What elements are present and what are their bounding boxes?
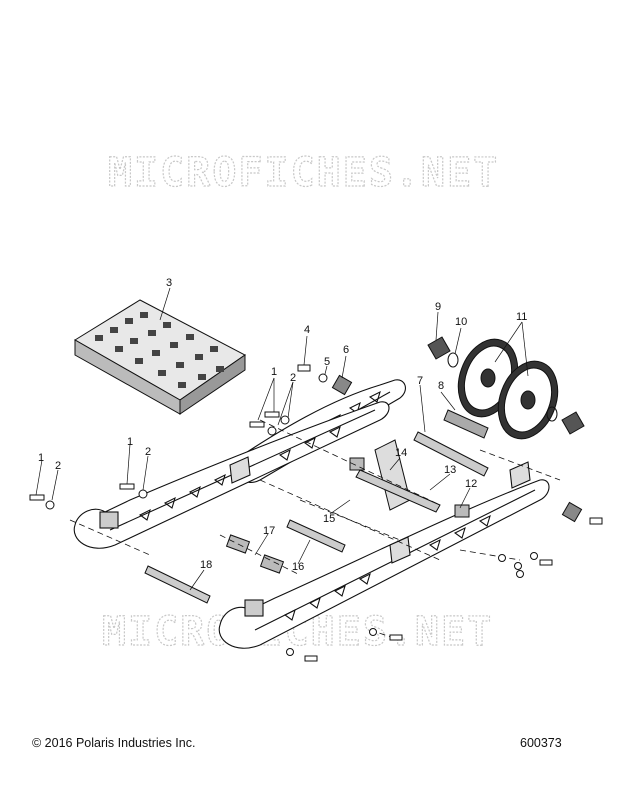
- retaining-ring: [447, 352, 459, 368]
- watermark-top: MICROFICHES.NET: [108, 150, 499, 196]
- wheel-hub-cap: [427, 336, 451, 360]
- axle-spacer: [443, 409, 489, 439]
- shaft-spacer-2: [259, 554, 285, 574]
- callout-14: 14: [395, 447, 407, 459]
- callout-3: 3: [166, 277, 172, 289]
- wheel-hub-cap-right: [561, 411, 585, 435]
- callout-9: 9: [435, 301, 441, 313]
- idler-wheel: [457, 338, 559, 440]
- callout-15: 15: [323, 513, 335, 525]
- callout-2a: 2: [55, 460, 61, 472]
- callout-7: 7: [417, 375, 423, 387]
- left-rail: [73, 401, 390, 549]
- callout-4: 4: [304, 324, 310, 336]
- callout-1a: 1: [38, 452, 44, 464]
- assembly-lines: [69, 419, 561, 641]
- axle-shaft: [413, 431, 489, 477]
- fastener-bolts: [29, 364, 603, 662]
- callout-17: 17: [263, 525, 275, 537]
- callout-11: 11: [516, 311, 527, 323]
- diagram-id: 600373: [520, 736, 562, 750]
- right-rail: [218, 461, 550, 649]
- callout-labels: 3 1 2 1 2 1 2 4 5 6 7 8 9 10 11 12 13 14…: [38, 277, 527, 573]
- callout-2b: 2: [145, 446, 151, 458]
- bracket-assembly: [349, 439, 470, 518]
- callout-6: 6: [343, 344, 349, 356]
- slide-wear-strip-part: [74, 299, 246, 415]
- callout-12: 12: [465, 478, 477, 490]
- callout-13: 13: [444, 464, 456, 476]
- callout-8: 8: [438, 380, 444, 392]
- callout-18: 18: [200, 559, 212, 571]
- leader-lines: [35, 287, 529, 591]
- callout-16: 16: [292, 561, 304, 573]
- copyright-text: © 2016 Polaris Industries Inc.: [32, 736, 196, 750]
- callout-1c: 1: [271, 366, 277, 378]
- rear-shaft: [144, 565, 211, 604]
- callout-5: 5: [324, 356, 330, 368]
- front-shaft: [286, 519, 346, 553]
- callout-1b: 1: [127, 436, 133, 448]
- callout-2c: 2: [290, 372, 296, 384]
- retaining-ring-right: [546, 406, 558, 422]
- callout-10: 10: [455, 316, 467, 328]
